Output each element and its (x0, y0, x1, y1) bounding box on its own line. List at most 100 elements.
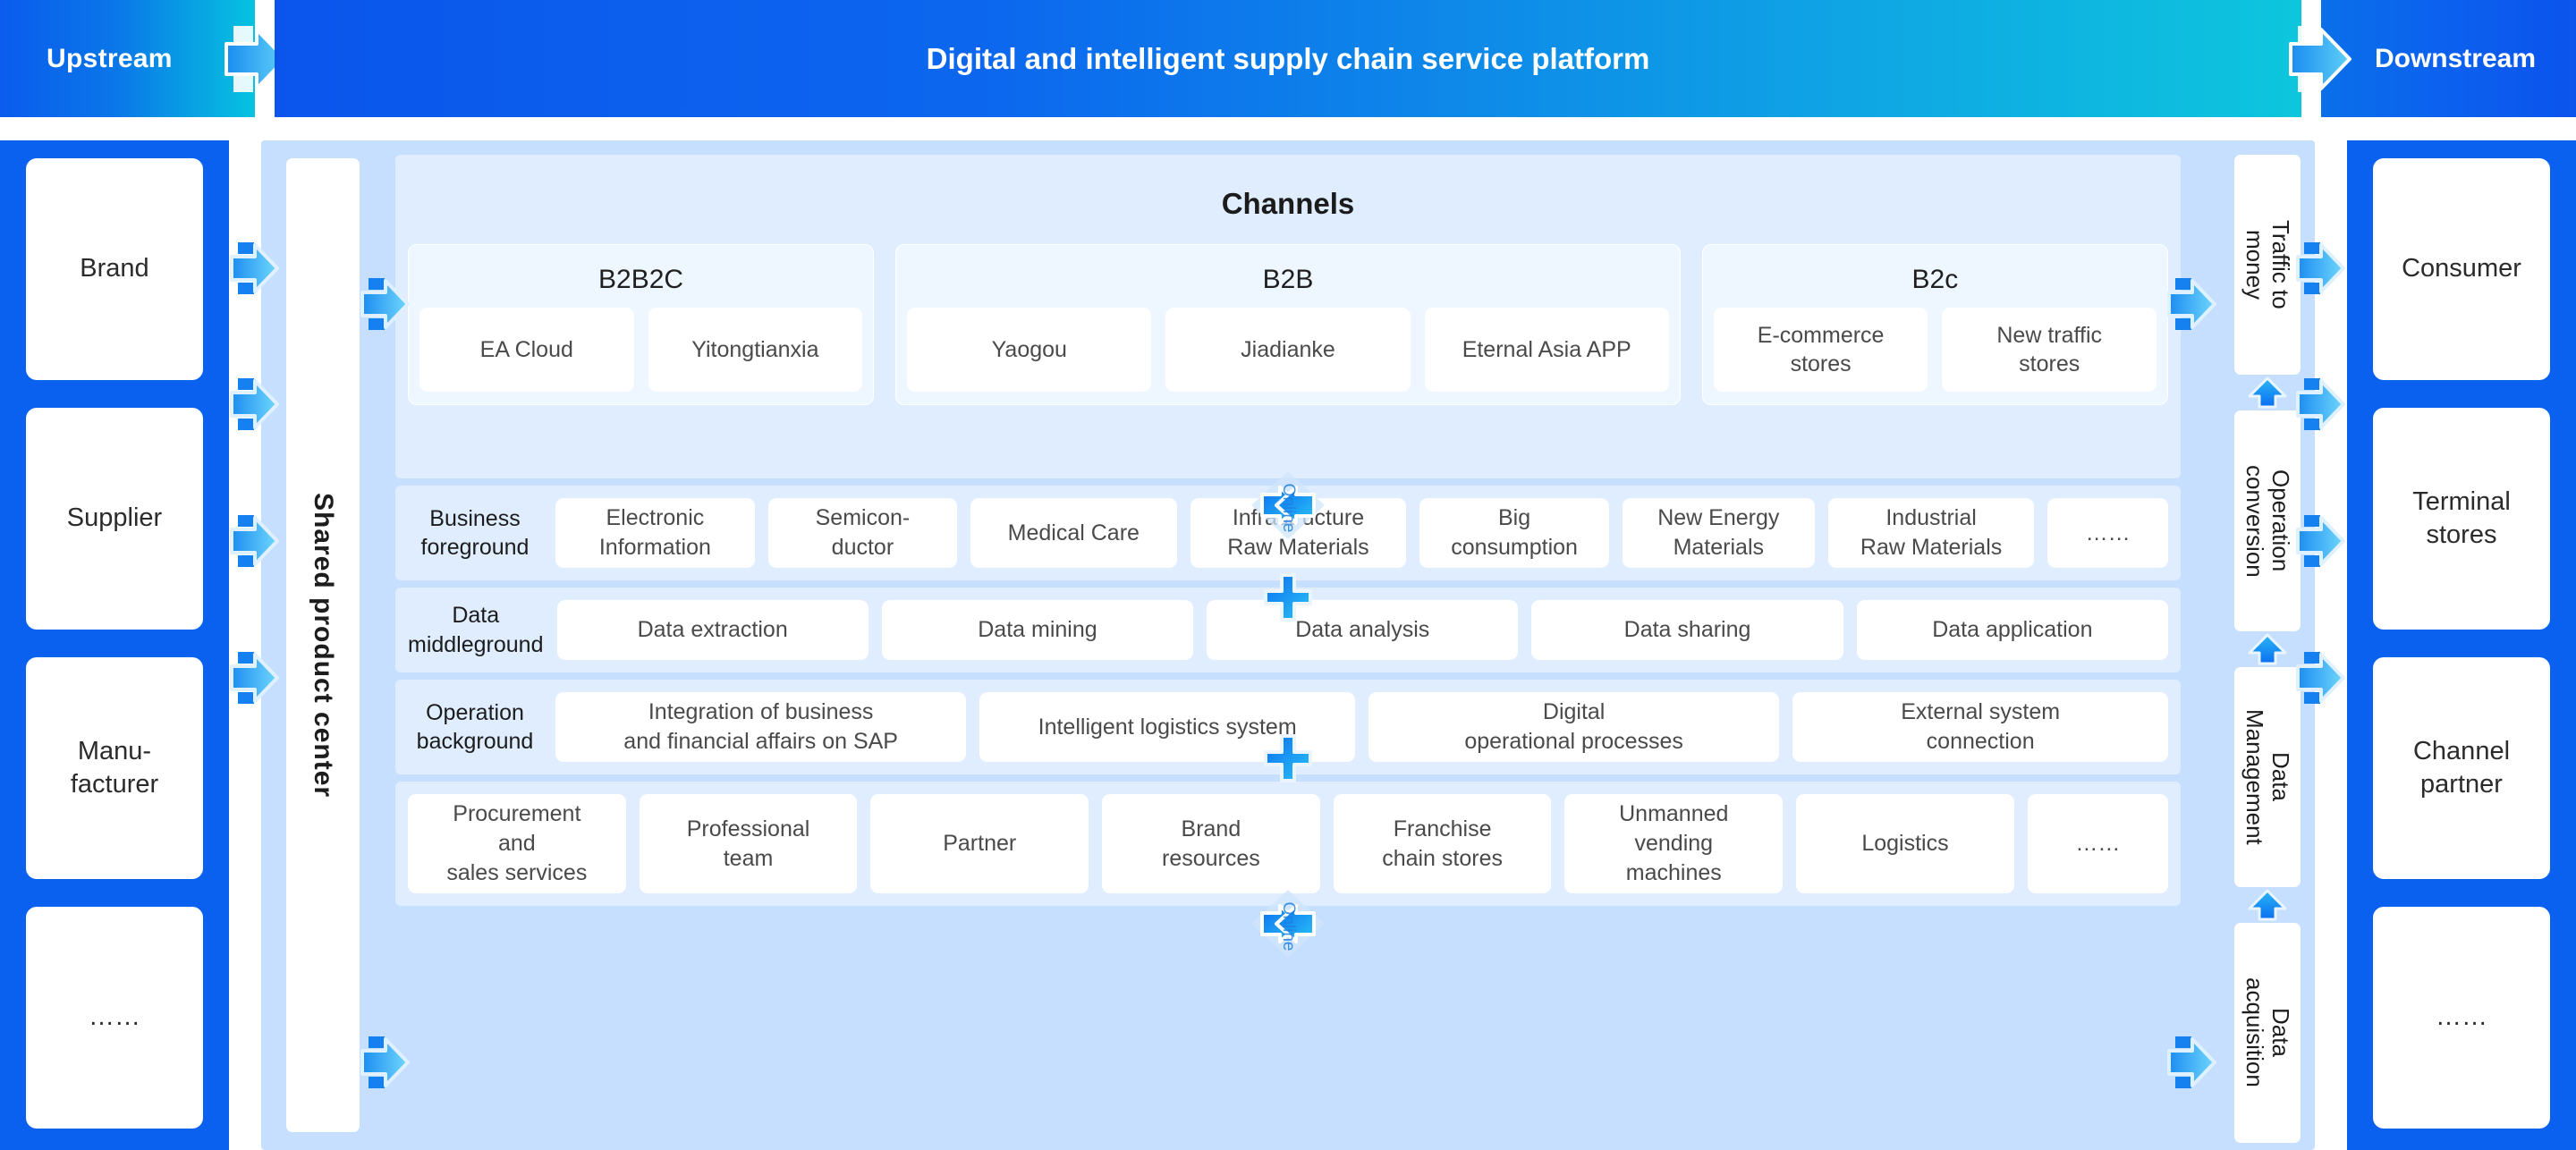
channel-item[interactable]: Jiadianke (1165, 308, 1411, 392)
channel-group-title: B2B2C (598, 265, 684, 294)
middleground-item[interactable]: Data extraction (556, 600, 869, 660)
downstream-arrow-icon (2289, 25, 2351, 92)
arrow-connector-icon (2167, 278, 2216, 330)
downstream-item-label: …… (2436, 1002, 2487, 1032)
channels-title: Channels (1221, 187, 1355, 220)
upstream-item-label: Supplier (66, 503, 163, 533)
arrow-connector-icon (360, 278, 410, 330)
downstream-item-consumer[interactable]: Consumer (2373, 158, 2550, 380)
channel-item[interactable]: EA Cloud (419, 308, 634, 392)
service-item[interactable]: …… (2027, 794, 2168, 893)
service-item[interactable]: Logistics (1796, 794, 2014, 893)
channel-item[interactable]: Yaogou (907, 308, 1152, 392)
rail-arrow-up (2234, 375, 2301, 410)
channel-item[interactable]: Eternal Asia APP (1424, 308, 1669, 392)
arrow-connector-icon (2296, 515, 2345, 567)
arrow-connector-icon (2296, 378, 2345, 430)
platform-panel: Shared product center Channels B2B2C (261, 140, 2315, 1150)
upstream-item-more[interactable]: …… (26, 907, 203, 1129)
channel-item[interactable]: Yitongtianxia (648, 308, 863, 392)
downstream-item-label: Consumer (2402, 254, 2521, 283)
arrow-up-icon (2248, 376, 2287, 409)
shared-product-center[interactable]: Shared product center (286, 158, 360, 1132)
arrow-connector-icon (230, 242, 279, 294)
foreground-item[interactable]: …… (2047, 498, 2168, 568)
plus-connector-icon (1264, 734, 1312, 782)
foreground-item[interactable]: Semicon-ductor (767, 498, 958, 568)
downstream-item-more[interactable]: …… (2373, 907, 2550, 1129)
arrow-connector-icon (230, 652, 279, 704)
offline-connector-label: Online (1279, 901, 1298, 951)
upstream-item-label: Brand (80, 254, 149, 283)
online-connector-icon (1251, 471, 1325, 539)
upstream-item-brand[interactable]: Brand (26, 158, 203, 380)
plus-connector (1264, 573, 1312, 626)
header-title-band: Digital and intelligent supply chain ser… (275, 0, 2301, 117)
foreground-item[interactable]: Medical Care (970, 498, 1177, 568)
middleground-item[interactable]: Data application (1856, 600, 2168, 660)
arrow-connector-icon (2296, 652, 2345, 704)
upstream-item-manufacturer[interactable]: Manu-facturer (26, 657, 203, 879)
upstream-sidebar: Brand Supplier Manu-facturer …… (0, 140, 229, 1150)
service-item[interactable]: Partner (870, 794, 1089, 893)
page-title: Digital and intelligent supply chain ser… (926, 41, 1650, 75)
channel-group-b2b2c[interactable]: B2B2C EA Cloud Yitongtianxia (408, 244, 875, 405)
upstream-item-supplier[interactable]: Supplier (26, 408, 203, 630)
arrow-connector-icon (2167, 1036, 2216, 1088)
plus-connector-icon (1264, 573, 1312, 622)
header-bar: Upstream Digital and intelligent supply … (0, 0, 2576, 117)
diagram-body: Brand Supplier Manu-facturer …… (0, 117, 2576, 1150)
middleground-item[interactable]: Data mining (881, 600, 1194, 660)
header-upstream: Upstream (0, 0, 287, 117)
channel-group-title: B2B (1262, 265, 1314, 294)
middleground-item[interactable]: Data analysis (1207, 600, 1519, 660)
arrow-connector-icon (360, 1036, 410, 1088)
header-downstream: Downstream (2289, 0, 2576, 117)
arrow-up-icon (2248, 633, 2287, 664)
upstream-item-label: Manu-facturer (70, 736, 159, 799)
middleground-item[interactable]: Data sharing (1531, 600, 1843, 660)
shared-product-center-label: Shared product center (309, 492, 338, 799)
online-connector: Online (1250, 469, 1326, 545)
arrow-connector-icon (230, 378, 279, 430)
channels-band: Channels B2B2C EA Cloud Yitongtianxia B2… (395, 155, 2181, 478)
channel-group-b2b[interactable]: B2B Yaogou Jiadianke Eternal Asia APP (895, 244, 1681, 405)
rail-arrow-up (2234, 887, 2301, 923)
rail-arrow-up (2234, 631, 2301, 667)
